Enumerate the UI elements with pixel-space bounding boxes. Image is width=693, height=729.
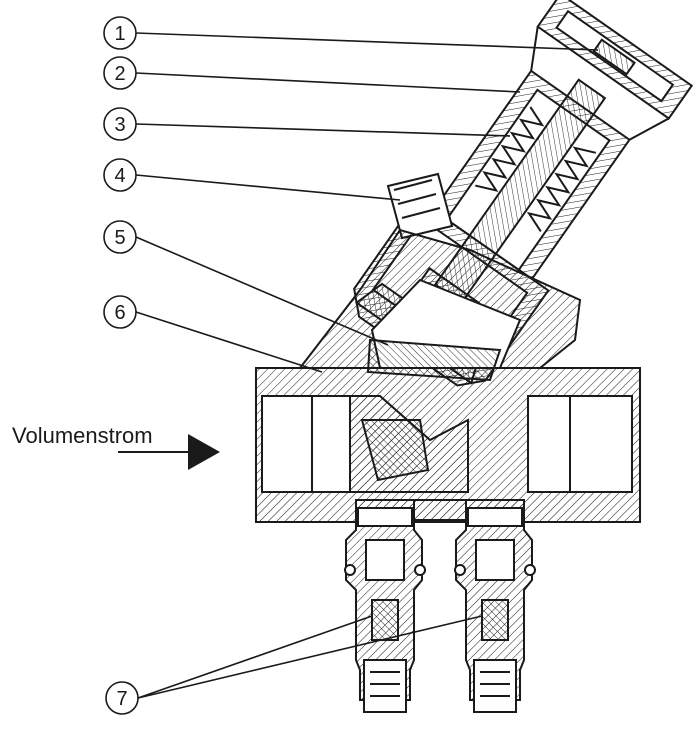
bonnet-base xyxy=(297,228,582,382)
measuring-nipples xyxy=(344,499,536,713)
callout-circle-2 xyxy=(103,56,137,90)
leader-line-7a xyxy=(137,615,373,699)
leader-line-1 xyxy=(135,32,599,51)
leader-line-7b xyxy=(137,615,483,699)
callout-number-1: 1 xyxy=(114,23,125,45)
leader-line-3 xyxy=(135,123,511,137)
leader-line-6 xyxy=(135,311,323,373)
flow-label: Volumenstrom xyxy=(12,423,153,448)
side-port xyxy=(386,172,454,240)
callout-number-5: 5 xyxy=(114,227,125,249)
callout-circle-6 xyxy=(103,295,137,329)
callout-circle-1 xyxy=(103,16,137,50)
leader-line-5 xyxy=(135,236,389,346)
callout-circle-5 xyxy=(103,220,137,254)
flow-arrow-head-icon xyxy=(188,434,220,470)
leader-line-2 xyxy=(135,72,521,93)
left-nipple xyxy=(344,499,426,713)
flow-indicator: Volumenstrom xyxy=(12,423,220,470)
leader-line-4 xyxy=(135,174,401,201)
callout-number-4: 4 xyxy=(114,165,125,187)
callout-circle-7 xyxy=(105,681,139,715)
right-nipple xyxy=(454,499,536,713)
callout-number-3: 3 xyxy=(114,114,125,136)
callout-circle-4 xyxy=(103,158,137,192)
callouts xyxy=(103,16,599,715)
valve-body xyxy=(255,367,641,523)
callout-number-2: 2 xyxy=(114,63,125,85)
callout-circle-3 xyxy=(103,107,137,141)
callout-number-7: 7 xyxy=(116,688,127,710)
callout-numbers: 1 2 3 4 5 6 7 xyxy=(114,23,127,710)
callout-number-6: 6 xyxy=(114,302,125,324)
